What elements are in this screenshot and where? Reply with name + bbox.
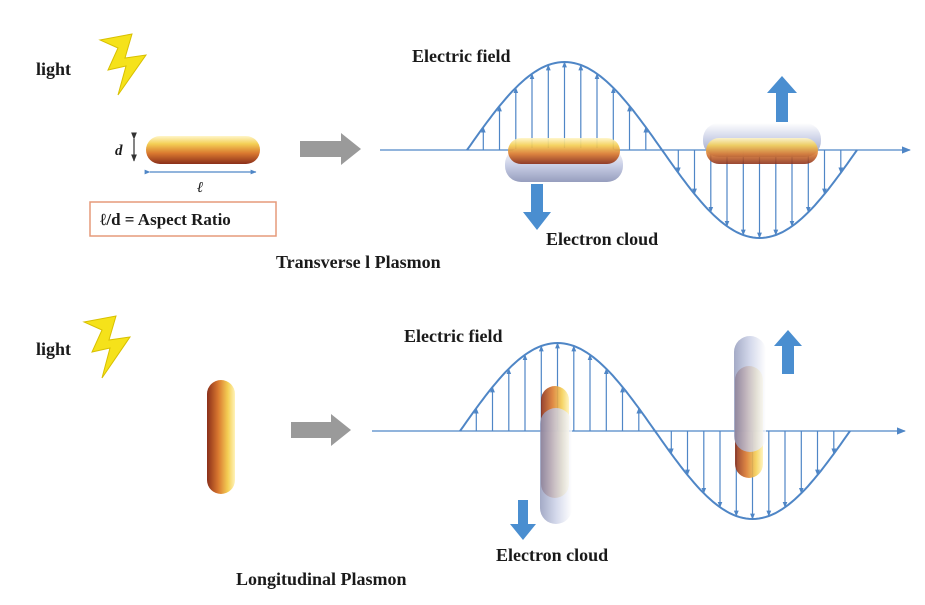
bottom-sine-curve <box>459 341 851 521</box>
arrow-down-icon <box>510 500 536 540</box>
electron-cloud <box>734 336 766 452</box>
length-symbol: ℓ <box>197 180 203 196</box>
nanorod-vertical <box>207 380 235 494</box>
top-field-vectors <box>480 61 844 239</box>
top-caption: Transverse l Plasmon <box>276 252 441 272</box>
top-field-label: Electric field <box>412 46 510 66</box>
top-sine-curve <box>466 60 858 240</box>
lightning-icon <box>98 33 148 96</box>
top-electric-field-wave <box>380 60 911 240</box>
bottom-field-label: Electric field <box>404 326 502 346</box>
electron-cloud <box>540 408 572 524</box>
top-light-label: light <box>36 59 71 79</box>
arrow-down-icon <box>523 184 551 230</box>
bottom-light-label: light <box>36 339 71 359</box>
bottom-electric-field-wave <box>372 341 906 521</box>
nanorod-horizontal <box>146 136 260 164</box>
nanorod <box>508 138 620 164</box>
arrow-right-icon <box>300 133 361 165</box>
arrow-right-icon <box>291 414 351 446</box>
bottom-panel: light Electric field Electron cloud Long… <box>36 315 906 589</box>
width-symbol: d <box>115 143 123 159</box>
arrow-up-icon <box>767 76 797 122</box>
aspect-ratio-box <box>89 201 277 237</box>
aspect-ratio-text: ℓ/d = Aspect Ratio <box>100 210 231 229</box>
lightning-icon <box>82 315 132 379</box>
nanorod <box>706 138 818 164</box>
arrow-up-icon <box>774 330 802 374</box>
bottom-cloud-label: Electron cloud <box>496 545 608 565</box>
bottom-caption: Longitudinal Plasmon <box>236 569 407 589</box>
top-panel: light d ℓ ℓ/d = Aspect Ratio Electric fi… <box>36 33 911 272</box>
top-cloud-label: Electron cloud <box>546 229 658 249</box>
